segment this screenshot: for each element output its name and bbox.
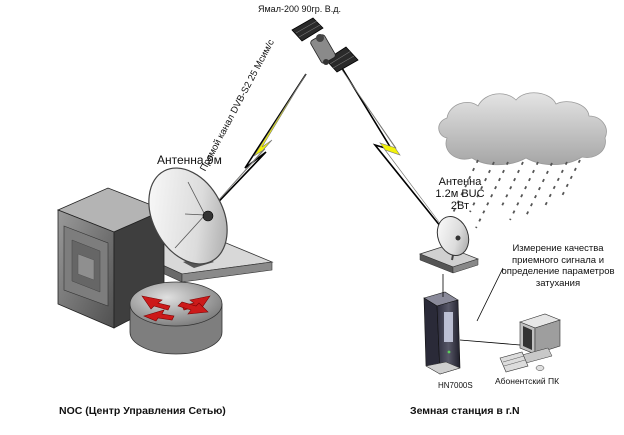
modem-icon: [423, 291, 461, 375]
satellite-label: Ямал-200 90гр. В.д.: [258, 4, 342, 14]
measurement-callout-line: [476, 267, 504, 322]
satellite-icon: [291, 17, 359, 73]
ground-station-title: Земная станция в г.N: [410, 405, 520, 417]
noc-antenna-icon: [148, 167, 228, 268]
modem-pc-cable: [459, 339, 521, 346]
station-antenna-icon: [418, 216, 480, 274]
rain-cloud-icon: [438, 92, 607, 229]
station-antenna-label: Антенна 1.2м BUC 2Вт: [435, 176, 485, 212]
router-icon: [129, 281, 223, 355]
subscriber-pc-icon: [499, 313, 561, 373]
subscriber-pc-label: Абонентский ПК: [495, 376, 560, 386]
noc-title: NOC (Центр Управления Сетью): [59, 405, 226, 417]
measurement-note: Измерение качества приемного сигнала и о…: [501, 243, 615, 289]
modem-label: HN7000S: [438, 381, 473, 390]
noc-antenna-label: Антенна 9м: [157, 153, 222, 167]
noc-server-icon: [56, 187, 166, 329]
